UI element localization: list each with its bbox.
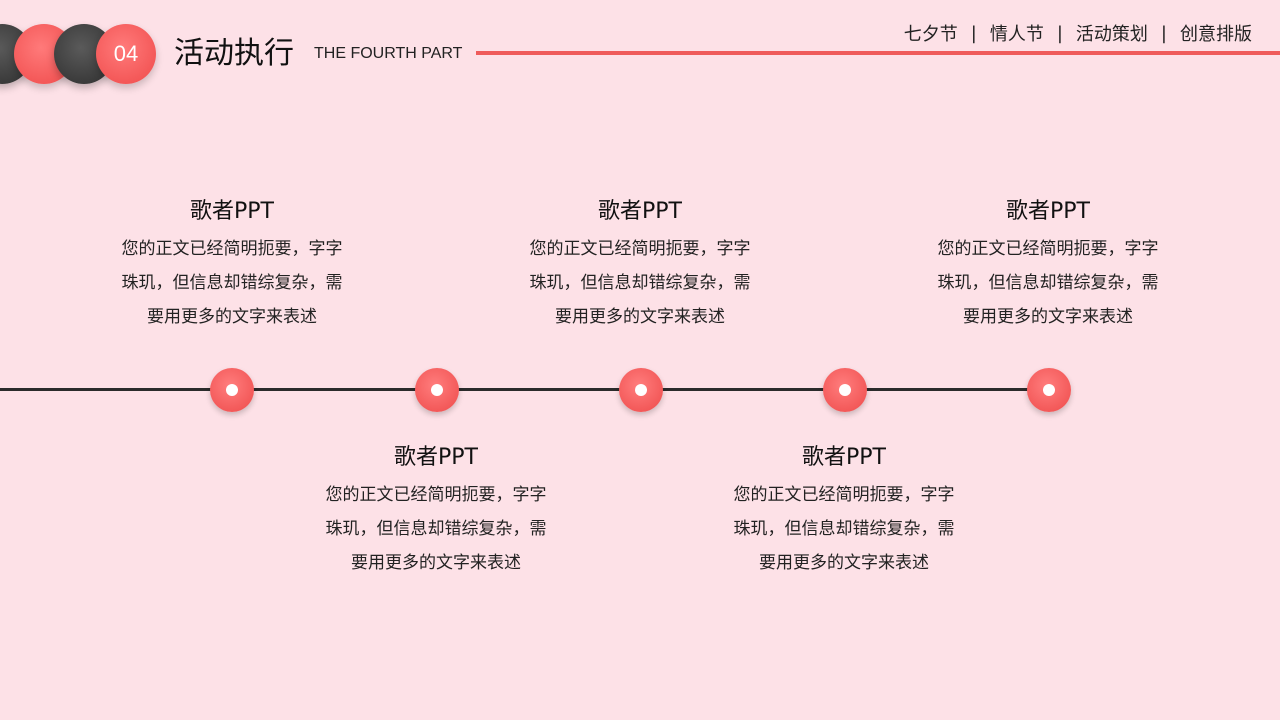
- item-line: 珠玑，但信息却错综复杂，需: [121, 273, 343, 293]
- header-divider-line: [476, 51, 1280, 55]
- timeline-item-4: 歌者PPT 您的正文已经简明扼要，字字 珠玑，但信息却错综复杂，需 要用更多的文…: [714, 444, 974, 580]
- timeline-line: [0, 388, 1050, 391]
- section-number: 04: [113, 41, 139, 66]
- item-line: 要用更多的文字来表述: [351, 553, 521, 573]
- timeline-node-1: [210, 368, 254, 412]
- section-number-badge: 04: [96, 24, 156, 84]
- timeline-item-5: 歌者PPT 您的正文已经简明扼要，字字 珠玑，但信息却错综复杂，需 要用更多的文…: [918, 198, 1178, 334]
- timeline-node-2: [415, 368, 459, 412]
- item-line: 要用更多的文字来表述: [555, 307, 725, 327]
- section-title: 活动执行: [174, 36, 294, 71]
- item-line: 您的正文已经简明扼要，字字: [121, 239, 343, 259]
- item-body: 您的正文已经简明扼要，字字 珠玑，但信息却错综复杂，需 要用更多的文字来表述: [510, 232, 770, 334]
- item-line: 您的正文已经简明扼要，字字: [325, 485, 547, 505]
- item-line: 您的正文已经简明扼要，字字: [733, 485, 955, 505]
- timeline-node-5: [1027, 368, 1071, 412]
- item-line: 要用更多的文字来表述: [147, 307, 317, 327]
- item-title: 歌者PPT: [394, 445, 478, 470]
- item-line: 您的正文已经简明扼要，字字: [529, 239, 751, 259]
- item-title: 歌者PPT: [598, 199, 682, 224]
- item-line: 您的正文已经简明扼要，字字: [937, 239, 1159, 259]
- nav-item-planning[interactable]: 活动策划: [1075, 24, 1148, 45]
- item-title: 歌者PPT: [802, 445, 886, 470]
- nav-item-valentine[interactable]: 情人节: [989, 24, 1044, 45]
- timeline-node-3: [619, 368, 663, 412]
- item-line: 珠玑，但信息却错综复杂，需: [529, 273, 751, 293]
- item-body: 您的正文已经简明扼要，字字 珠玑，但信息却错综复杂，需 要用更多的文字来表述: [306, 478, 566, 580]
- item-body: 您的正文已经简明扼要，字字 珠玑，但信息却错综复杂，需 要用更多的文字来表述: [918, 232, 1178, 334]
- item-title: 歌者PPT: [1006, 199, 1090, 224]
- item-line: 珠玑，但信息却错综复杂，需: [325, 519, 547, 539]
- item-line: 珠玑，但信息却错综复杂，需: [733, 519, 955, 539]
- timeline-item-3: 歌者PPT 您的正文已经简明扼要，字字 珠玑，但信息却错综复杂，需 要用更多的文…: [510, 198, 770, 334]
- nav-item-layout[interactable]: 创意排版: [1180, 24, 1252, 45]
- nav-separator: |: [970, 22, 977, 44]
- item-body: 您的正文已经简明扼要，字字 珠玑，但信息却错综复杂，需 要用更多的文字来表述: [102, 232, 362, 334]
- item-line: 要用更多的文字来表述: [963, 307, 1133, 327]
- nav-separator: |: [1056, 22, 1063, 44]
- top-nav: 七夕节 | 情人节 | 活动策划 | 创意排版: [904, 20, 1252, 46]
- item-title: 歌者PPT: [190, 199, 274, 224]
- item-line: 珠玑，但信息却错综复杂，需: [937, 273, 1159, 293]
- nav-item-qixi[interactable]: 七夕节: [903, 24, 958, 45]
- header: 04 活动执行 THE FOURTH PART 七夕节 | 情人节 | 活动策划…: [0, 0, 1280, 90]
- timeline-node-4: [823, 368, 867, 412]
- timeline-item-2: 歌者PPT 您的正文已经简明扼要，字字 珠玑，但信息却错综复杂，需 要用更多的文…: [306, 444, 566, 580]
- timeline-item-1: 歌者PPT 您的正文已经简明扼要，字字 珠玑，但信息却错综复杂，需 要用更多的文…: [102, 198, 362, 334]
- nav-separator: |: [1160, 22, 1167, 44]
- item-line: 要用更多的文字来表述: [759, 553, 929, 573]
- item-body: 您的正文已经简明扼要，字字 珠玑，但信息却错综复杂，需 要用更多的文字来表述: [714, 478, 974, 580]
- section-subtitle: THE FOURTH PART: [314, 45, 463, 62]
